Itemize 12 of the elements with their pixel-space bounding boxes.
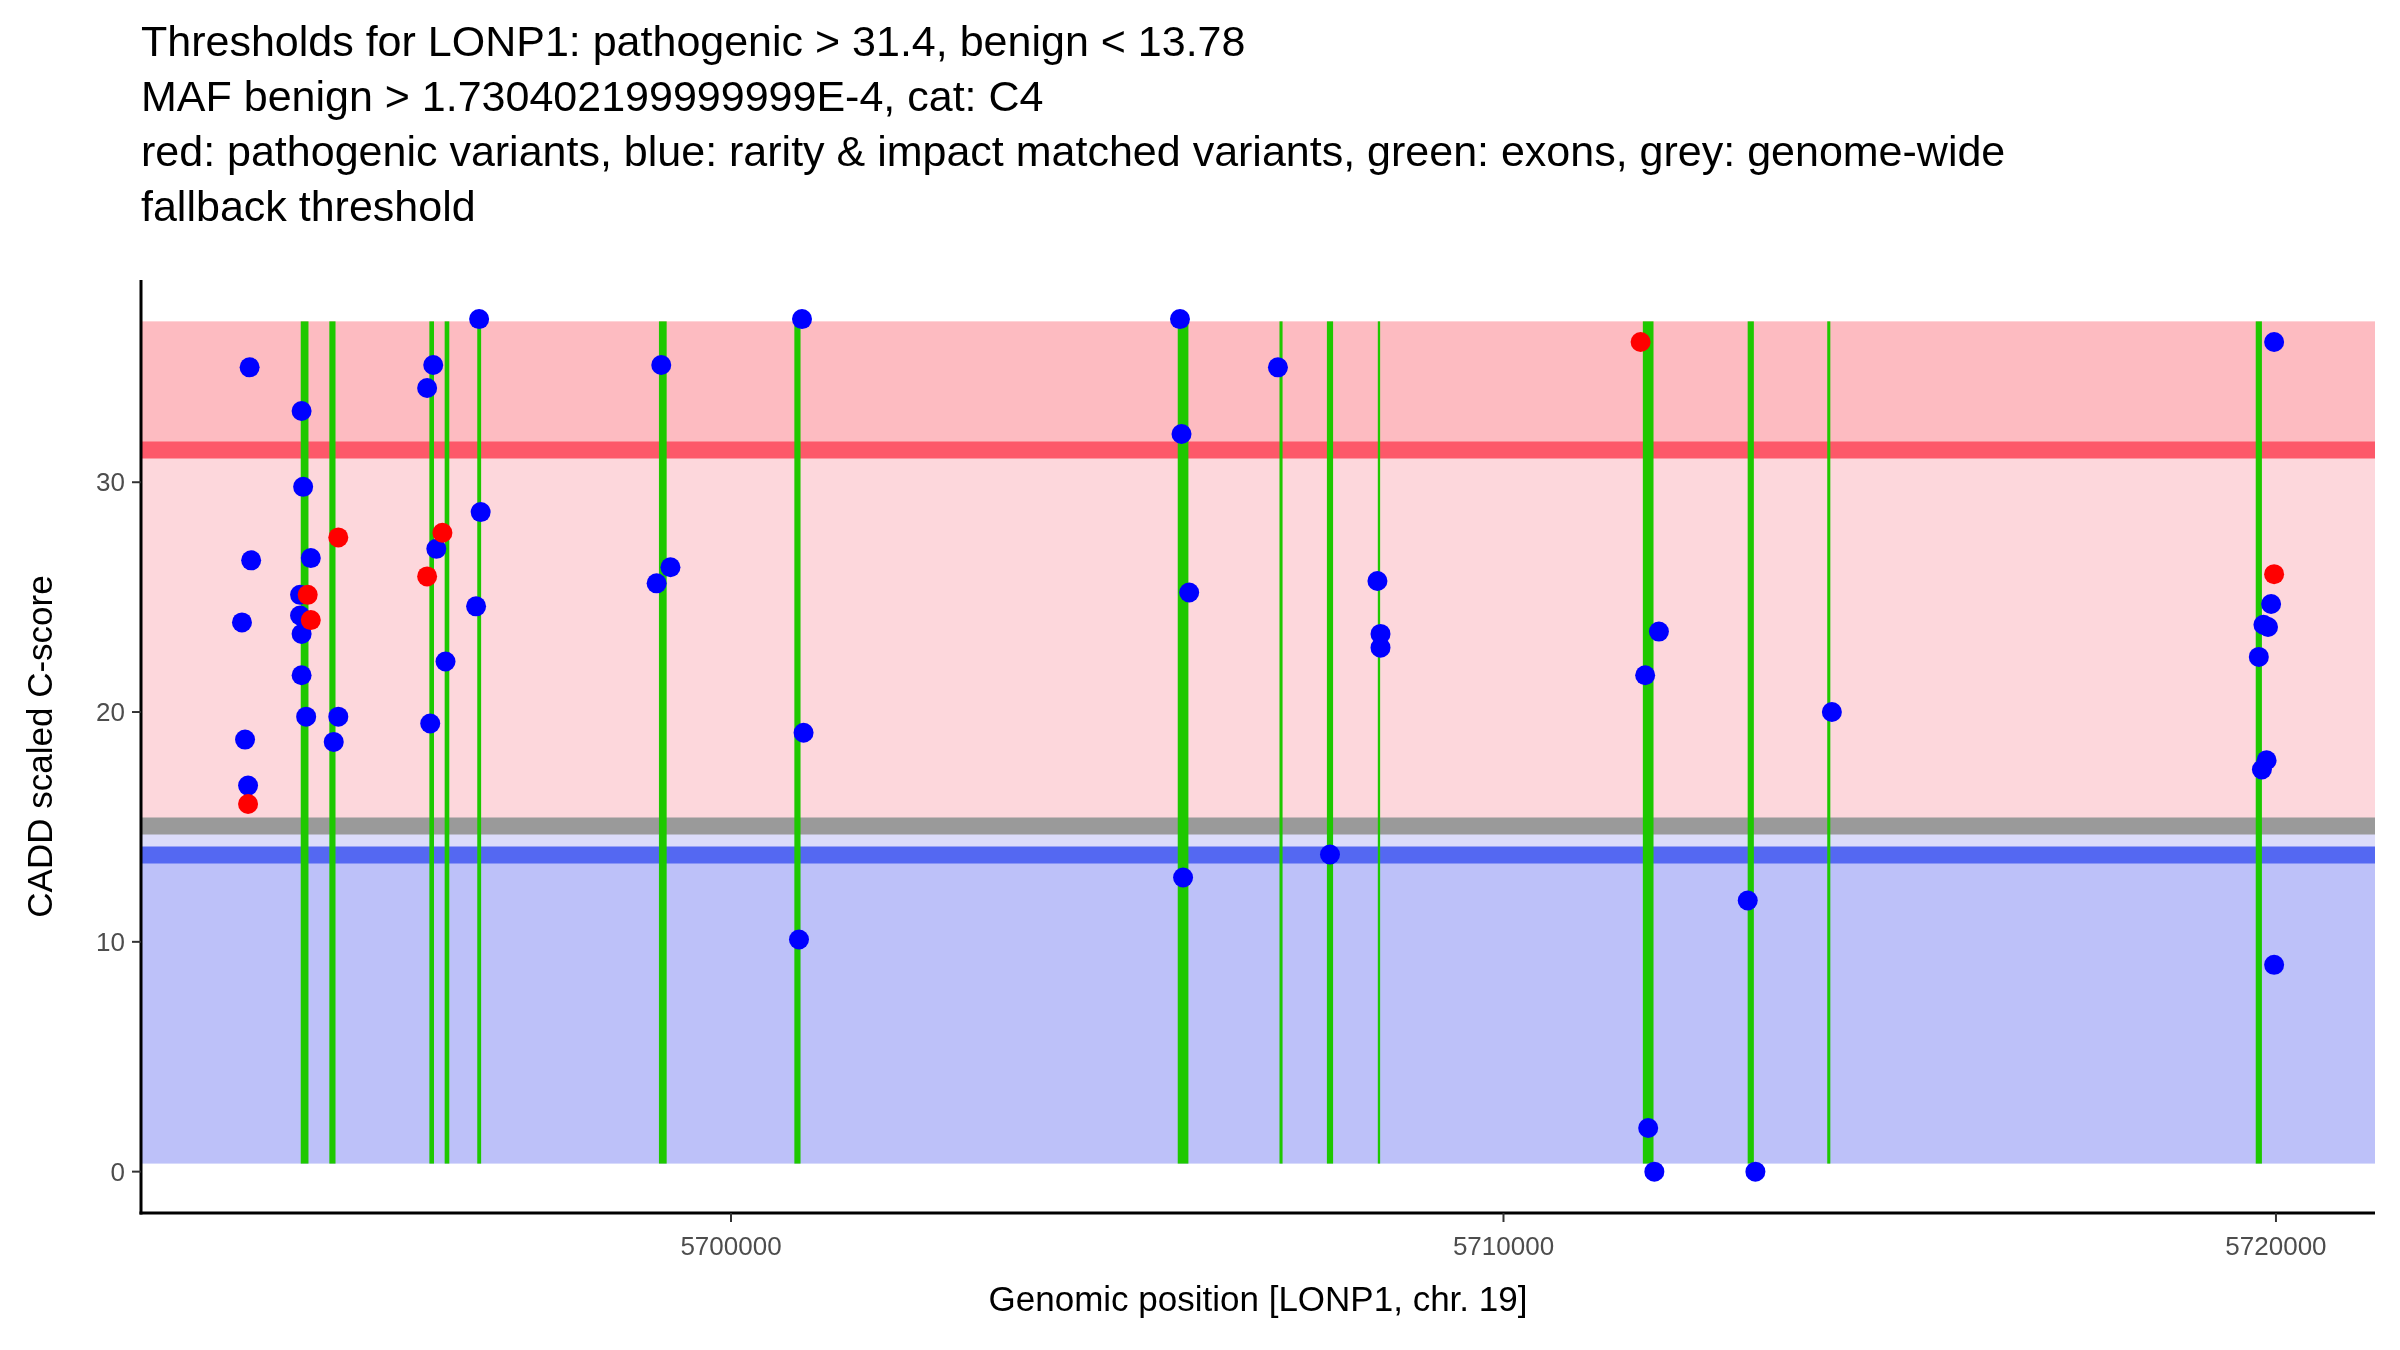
tick-label: 30 — [96, 467, 125, 498]
tick-label: 5710000 — [1452, 1231, 1555, 1261]
axis-title: CADD scaled C-score — [20, 575, 59, 918]
tick-label: 20 — [96, 697, 125, 728]
subtitle-text: MAF benign > 1.730402199999999E-4, cat: C4 — [141, 71, 1044, 122]
tick-label: 0 — [110, 1156, 125, 1187]
chart-caption: red: pathogenic variants, blue: rarity & impact matched variants, green: exons, grey: genome-wide fallback threshold — [141, 126, 2007, 232]
tick-label: 5720000 — [2225, 1231, 2327, 1261]
chart-title: Thresholds for LONP1: pathogenic > 31.4, benign < 13.78 — [141, 16, 1246, 67]
axis-title: Genomic position [LONP1, chr. 19] — [988, 1279, 1528, 1318]
tick-label: 5700000 — [680, 1231, 782, 1261]
tick-label: 10 — [96, 926, 125, 957]
